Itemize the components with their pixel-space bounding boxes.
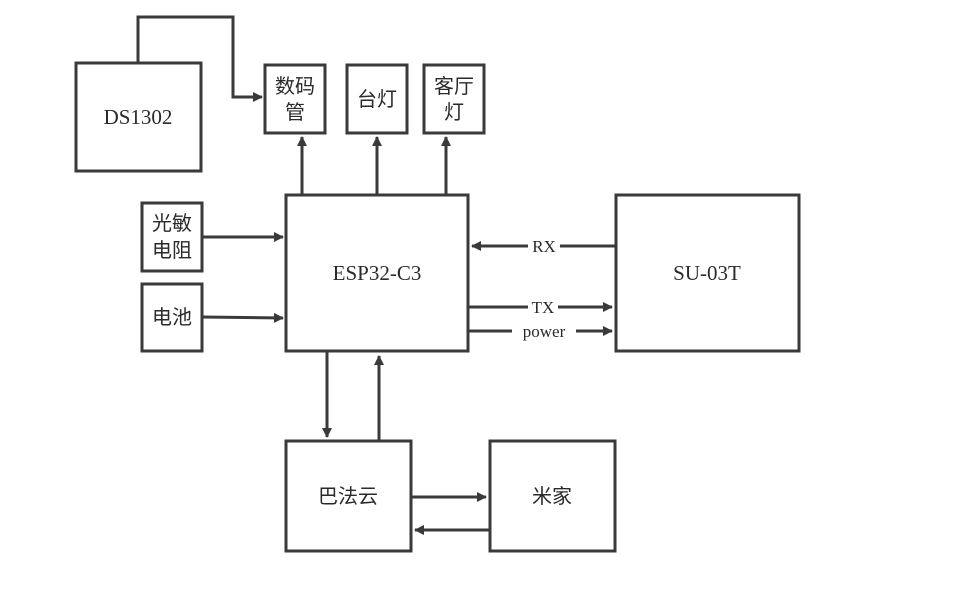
ds1302-to-display-arrow [136, 15, 263, 102]
living-room-light-box: 客厅 灯 [422, 63, 486, 135]
tx-label: TX [532, 298, 555, 317]
mijia-label: 米家 [532, 484, 572, 508]
power-label-group: power [512, 322, 576, 342]
display-label-line1: 数码 [275, 74, 315, 98]
su03t-box: SU-03T [614, 193, 801, 353]
photoresistor-box: 光敏 电阻 [140, 201, 204, 273]
ds1302-label: DS1302 [104, 105, 173, 129]
battery-to-esp32-arrow [201, 312, 284, 323]
battery-label: 电池 [152, 305, 192, 329]
tx-label-group: TX [528, 297, 558, 317]
esp32-label: ESP32-C3 [333, 261, 422, 285]
bafayun-box: 巴法云 [284, 439, 413, 553]
desk-lamp-box: 台灯 [345, 63, 409, 135]
rx-label: RX [532, 237, 556, 256]
rx-label-group: RX [528, 236, 560, 256]
power-label: power [523, 322, 566, 341]
desk-lamp-label: 台灯 [357, 87, 397, 111]
ds1302-box: DS1302 [74, 61, 203, 173]
photoresistor-label-line2: 电阻 [152, 238, 192, 262]
photoresistor-label-line1: 光敏 [152, 211, 192, 235]
living-room-light-label-line2: 灯 [444, 100, 464, 124]
living-room-light-label-line1: 客厅 [434, 74, 474, 98]
esp32-box: ESP32-C3 [284, 193, 470, 353]
bafayun-label: 巴法云 [318, 484, 378, 508]
battery-box: 电池 [140, 282, 204, 353]
mijia-box: 米家 [488, 439, 617, 553]
display-label-line2: 管 [285, 100, 305, 124]
display-box: 数码 管 [263, 63, 327, 135]
su03t-label: SU-03T [673, 261, 741, 285]
